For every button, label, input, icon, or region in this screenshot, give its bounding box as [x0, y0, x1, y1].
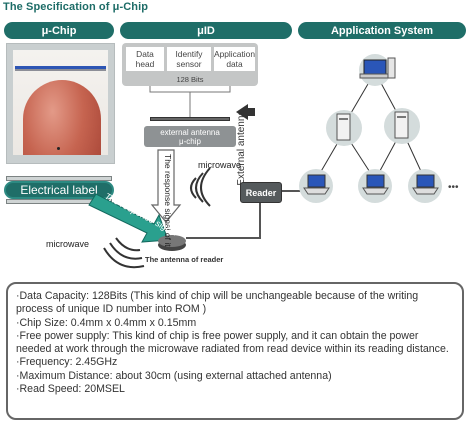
microwave-label-bottom: microwave [46, 239, 89, 249]
chip-label: external antenna μ-chip [144, 126, 236, 147]
spec-capacity: ·Data Capacity: 128Bits (This kind of ch… [16, 290, 456, 317]
antenna-bar [150, 117, 230, 121]
bits-bracket [150, 86, 230, 92]
external-antenna-label: External antenna [236, 110, 258, 186]
laptop-icon-2 [363, 175, 388, 194]
microwave-label-top: microwave [198, 160, 241, 170]
tower-icon-2 [395, 112, 408, 138]
spec-speed: ·Read Speed: 20MSEL [16, 383, 456, 396]
laptop-icon-1 [304, 175, 329, 194]
tower-icon-1 [337, 114, 350, 140]
reader-box: Reader [240, 182, 282, 203]
spec-box: ·Data Capacity: 128Bits (This kind of ch… [6, 282, 464, 420]
spec-distance: ·Maximum Distance: about 30cm (using ext… [16, 370, 456, 383]
spec-frequency: ·Frequency: 2.45GHz [16, 356, 456, 369]
more-ellipsis: ••• [448, 182, 459, 193]
laptop-icon-3 [413, 175, 438, 194]
spec-power: ·Free power supply: This kind of chip is… [16, 330, 456, 357]
spec-size: ·Chip Size: 0.4mm x 0.4mm x 0.15mm [16, 317, 456, 330]
server-computer-icon [360, 58, 395, 78]
reader-antenna-line [186, 201, 260, 238]
antenna-of-reader-label: The antenna of reader [145, 255, 223, 264]
antenna-arc-1 [116, 238, 140, 250]
